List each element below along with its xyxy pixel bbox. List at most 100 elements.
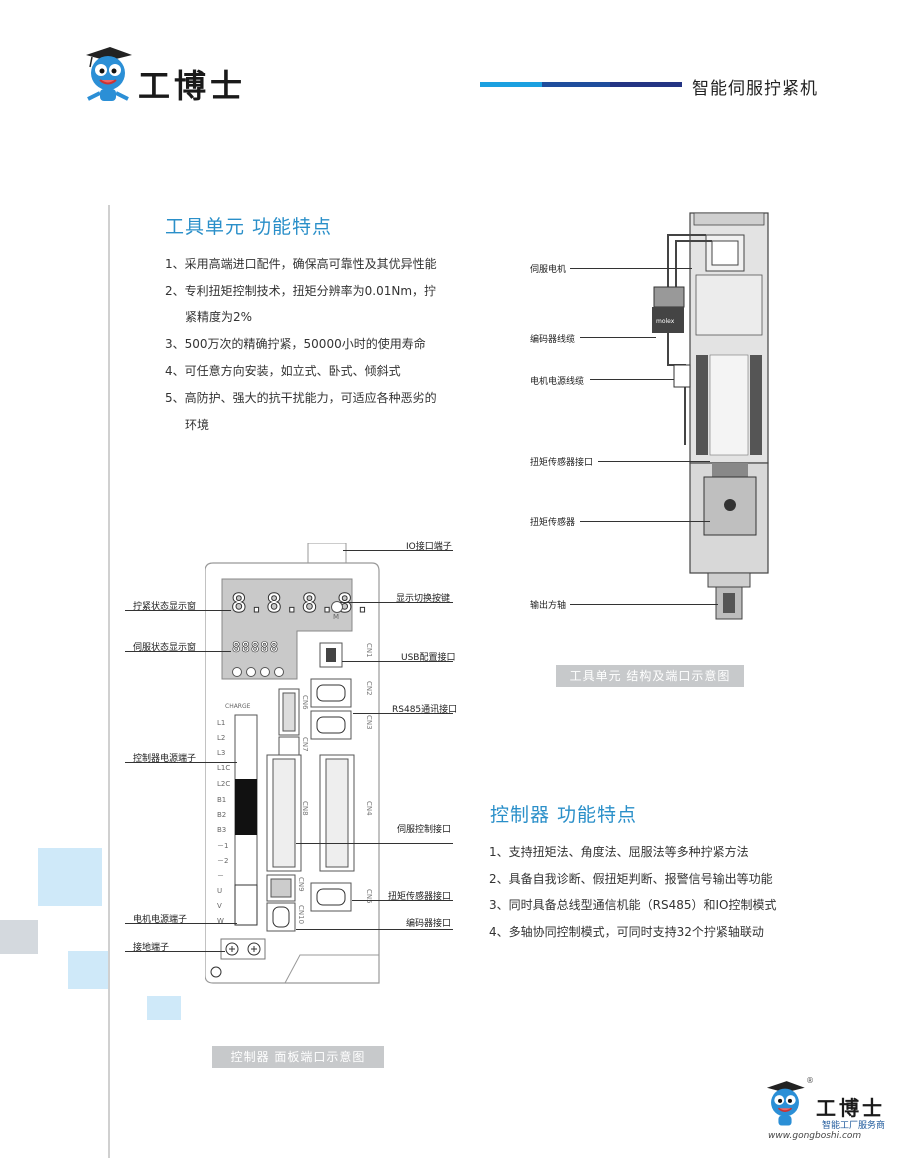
- port-label-cn1: CN1: [365, 643, 373, 658]
- terminal-label: B3: [217, 826, 227, 834]
- feature-item: 1、采用高端进口配件，确保高可靠性及其优异性能: [165, 257, 437, 271]
- status-led: [246, 667, 256, 677]
- status-led: [232, 667, 242, 677]
- decor-square: [0, 920, 38, 954]
- leader-line: [296, 929, 453, 930]
- leader-line: [125, 923, 237, 924]
- callout-tightening-status-window: 拧紧状态显示窗: [133, 602, 197, 612]
- page-title: 智能伺服拧紧机: [692, 79, 818, 99]
- footer-website: www.gongboshi.com: [768, 1131, 862, 1141]
- terminal-label: －2: [217, 857, 229, 865]
- feature-item: 3、同时具备总线型通信机能（RS485）和IO控制模式: [489, 898, 777, 912]
- decor-square: [38, 848, 102, 906]
- callout-torque-sensor: 扭矩传感器: [530, 518, 576, 528]
- connector-label: molex: [656, 318, 675, 325]
- callout-torque-sensor-port: 扭矩传感器接口: [530, 458, 594, 468]
- callout-display-switch-key: 显示切换按键: [396, 594, 451, 604]
- leader-line: [590, 379, 674, 380]
- leader-line: [570, 268, 692, 269]
- tool-unit-heading: 工具单元 功能特点: [165, 216, 333, 238]
- mascot-icon: [86, 47, 132, 101]
- terminal-label: L2C: [217, 780, 231, 788]
- leader-line: [125, 951, 225, 952]
- leader-line: [125, 610, 231, 611]
- tool-unit-caption: 工具单元 结构及端口示意图: [556, 665, 744, 687]
- feature-item: 4、可任意方向安装，如立式、卧式、倾斜式: [165, 364, 401, 378]
- left-divider: [108, 205, 110, 1158]
- callout-usb-config-port: USB配置接口: [401, 653, 456, 663]
- feature-item: 2、专利扭矩控制技术，扭矩分辨率为0.01Nm，拧: [165, 284, 437, 298]
- controller-panel: 8.8.8.8. 88888 M CHARGE L1 L2 L3 L1C L2C…: [205, 543, 380, 988]
- callout-motor-power-cable: 电机电源线缆: [530, 377, 585, 387]
- terminal-label: －1: [217, 842, 229, 850]
- servo-tool-drawing: molex: [652, 212, 769, 620]
- port-label-cn9: CN9: [297, 877, 305, 892]
- callout-encoder-cable: 编码器线缆: [530, 335, 576, 345]
- callout-servo-status-window: 伺服状态显示窗: [133, 643, 197, 653]
- status-led: [260, 667, 270, 677]
- tool-unit-diagram: molex: [520, 205, 780, 635]
- leader-line: [570, 604, 718, 605]
- mascot-icon: [766, 1081, 805, 1126]
- display-switch-button[interactable]: [331, 601, 343, 613]
- leader-line: [342, 661, 453, 662]
- feature-item: 3、500万次的精确拧紧，50000小时的使用寿命: [165, 337, 426, 351]
- display-switch-label: M: [333, 613, 340, 621]
- port-label-cn5: CN5: [365, 889, 373, 904]
- callout-rs485-port: RS485通讯接口: [392, 705, 458, 715]
- callout-motor-power-terminal: 电机电源端子: [133, 915, 188, 925]
- feature-item: 5、高防护、强大的抗干扰能力，可适应各种恶劣的: [165, 391, 437, 405]
- port-label-cn2: CN2: [365, 681, 373, 696]
- footer-tagline: 智能工厂服务商: [822, 1121, 886, 1131]
- feature-item: 4、多轴协同控制模式，可同时支持32个拧紧轴联动: [489, 925, 764, 939]
- port-label-cn8: CN8: [301, 801, 309, 816]
- leader-line: [352, 900, 453, 901]
- callout-servo-motor: 伺服电机: [530, 265, 567, 275]
- feature-item: 环境: [185, 418, 210, 432]
- leader-line: [353, 713, 453, 714]
- registered-mark: ®: [806, 1076, 814, 1085]
- callout-encoder-port: 编码器接口: [406, 919, 452, 929]
- leader-line: [598, 461, 710, 462]
- leader-line: [580, 337, 656, 338]
- port-label-cn7: CN7: [301, 737, 309, 752]
- leader-line: [340, 602, 453, 603]
- header-bar-1: [480, 82, 542, 87]
- callout-io-terminal: IO接口端子: [406, 542, 452, 552]
- callout-torque-sensor-port-ctrl: 扭矩传感器接口: [388, 892, 452, 902]
- terminal-label: L2: [217, 734, 226, 742]
- footer-logo-text: 工博士: [816, 1096, 885, 1120]
- decor-square: [147, 996, 181, 1020]
- terminal-label: B2: [217, 811, 227, 819]
- footer-logo: ® 工博士 智能工厂服务商 www.gongboshi.com: [762, 1076, 892, 1146]
- header-logo: 工博士: [80, 45, 260, 110]
- status-led: [274, 667, 284, 677]
- tightening-status-display: 8.8.8.8.: [230, 589, 373, 620]
- charge-label: CHARGE: [225, 703, 251, 710]
- port-label-cn10: CN10: [297, 905, 305, 925]
- controller-caption: 控制器 面板端口示意图: [212, 1046, 384, 1068]
- leader-line: [125, 762, 237, 763]
- terminal-label: U: [217, 887, 223, 895]
- feature-item: 1、支持扭矩法、角度法、屈服法等多种拧紧方法: [489, 845, 749, 859]
- terminal-label: L3: [217, 749, 226, 757]
- header-bar-3: [610, 82, 682, 87]
- feature-item: 2、具备自我诊断、假扭矩判断、报警信号输出等功能: [489, 872, 773, 886]
- port-label-cn3: CN3: [365, 715, 373, 730]
- leader-line: [125, 651, 231, 652]
- port-label-cn4: CN4: [365, 801, 373, 816]
- logo-text: 工博士: [138, 67, 247, 105]
- terminal-label: W: [217, 917, 224, 925]
- decor-square: [68, 951, 108, 989]
- terminal-label: －: [217, 872, 224, 880]
- feature-item: 紧精度为2%: [185, 310, 253, 324]
- callout-controller-power-terminal: 控制器电源端子: [133, 754, 197, 764]
- callout-output-shaft: 输出方轴: [530, 601, 567, 611]
- header-bar-2: [542, 82, 610, 87]
- port-label-cn6: CN6: [301, 695, 309, 710]
- callout-ground-terminal: 接地端子: [133, 943, 170, 953]
- terminal-label: B1: [217, 796, 227, 804]
- servo-status-display: 88888: [232, 640, 280, 657]
- terminal-label: L1: [217, 719, 226, 727]
- controller-heading: 控制器 功能特点: [490, 804, 638, 826]
